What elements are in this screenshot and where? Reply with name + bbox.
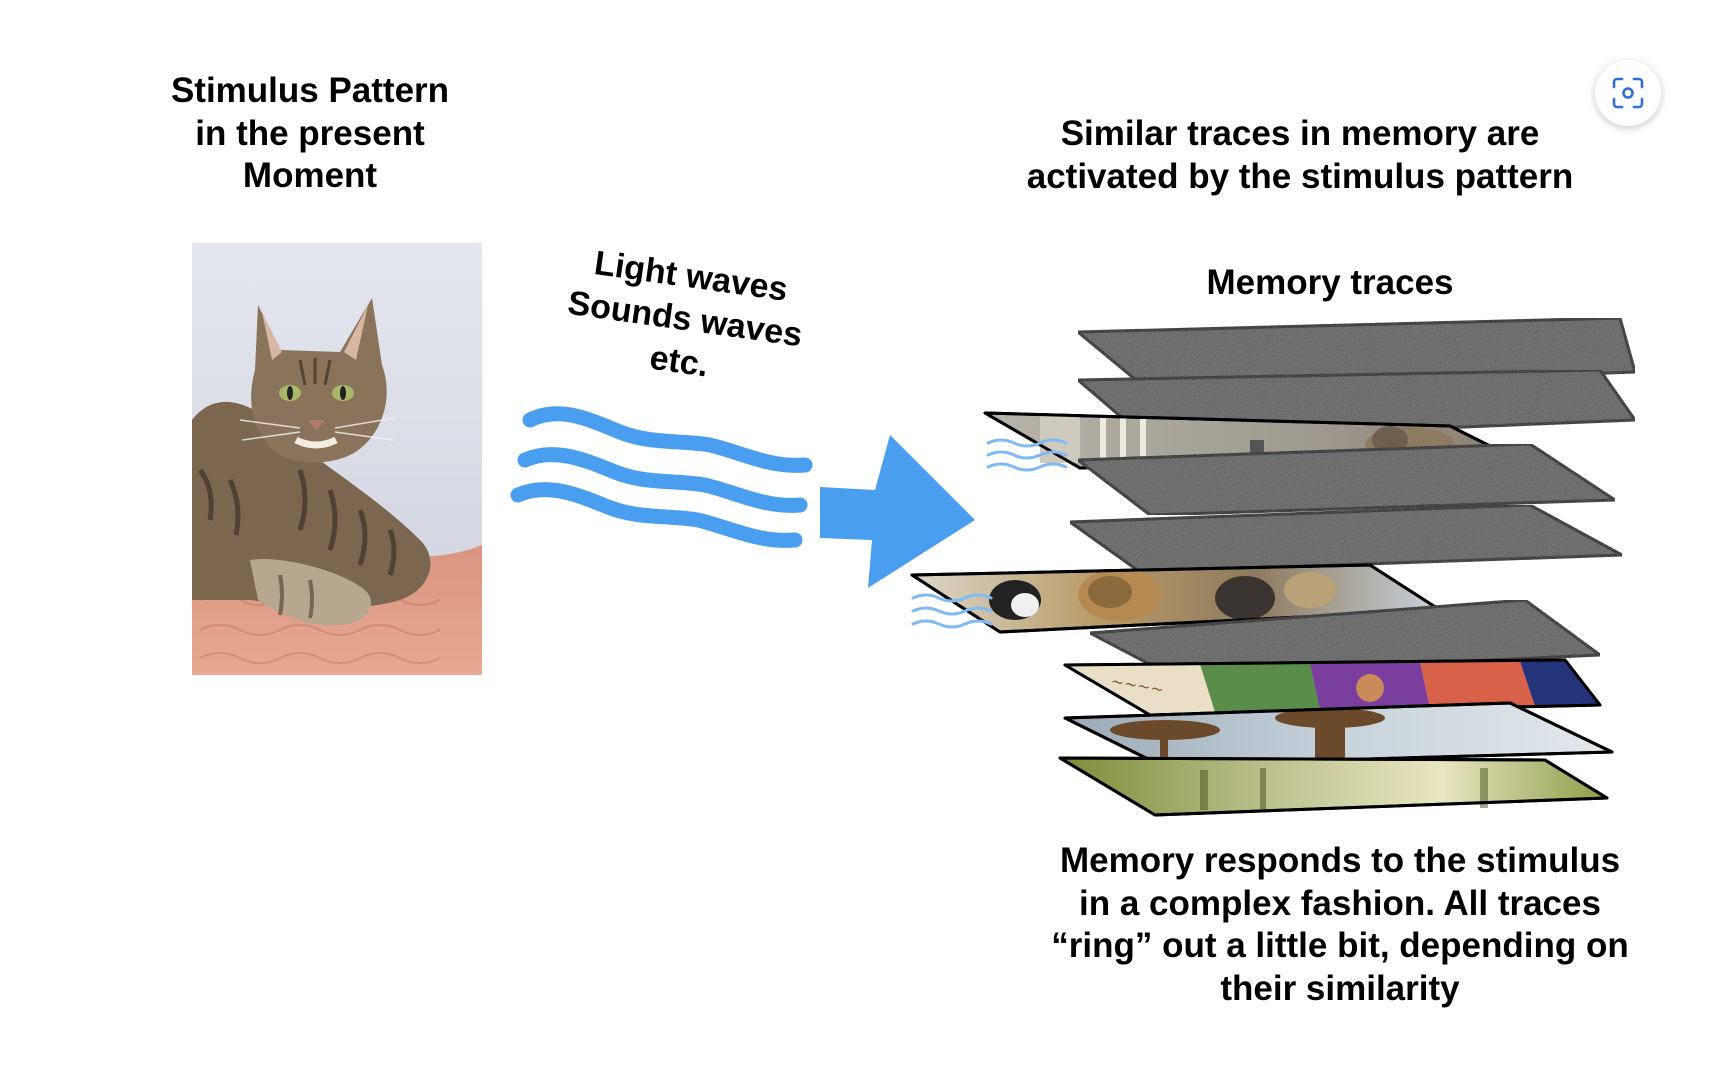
wave-lines [510, 406, 813, 548]
memory-trace-layer [1058, 756, 1609, 817]
memory-traces-label: Memory traces [1206, 263, 1454, 302]
scan-lens-icon [1612, 77, 1644, 109]
scan-button[interactable] [1595, 60, 1661, 126]
memory-caption-line: their similarity [1220, 969, 1460, 1009]
memory-caption-line: Memory responds to the stimulus [1059, 841, 1621, 880]
memory-trace-layer [1068, 503, 1624, 574]
memory-trace-layer: ~~~~ [1063, 658, 1602, 717]
memory-heading: Similar traces in memory are activated b… [950, 113, 1650, 198]
memory-heading-line: Similar traces in memory are [1060, 114, 1540, 153]
memory-heading-line: activated by the stimulus pattern [1026, 156, 1574, 196]
stimulus-title-line: Stimulus Pattern [170, 71, 450, 110]
cat-photo [192, 243, 482, 675]
memory-caption-line: in a complex fashion. All traces [1079, 883, 1601, 923]
activation-wave-lines [911, 438, 1068, 629]
stimulus-title-line: in the present [195, 113, 425, 153]
stimulus-title: Stimulus Pattern in the present Moment [110, 70, 510, 198]
memory-trace-layer [1076, 442, 1617, 517]
stimulus-title-line: Moment [242, 156, 378, 196]
memory-caption-line: “ring” out a little bit, depending on [1051, 926, 1629, 966]
memory-trace-layer [1088, 598, 1602, 677]
memory-traces-stack: ~~~~ [910, 316, 1637, 817]
arrow-right-icon [820, 435, 975, 588]
memory-trace-layer [1063, 701, 1614, 767]
memory-caption: Memory responds to the stimulus in a com… [1000, 840, 1680, 1011]
